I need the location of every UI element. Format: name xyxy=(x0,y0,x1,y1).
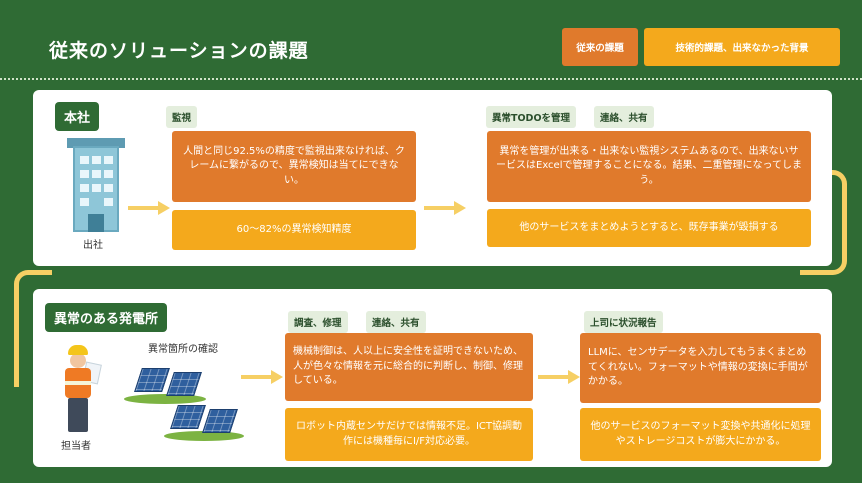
legend-technical-issue: 技術的課題、出来なかった背景 xyxy=(644,28,840,66)
person-caption: 担当者 xyxy=(61,441,91,452)
solar-panel-icon xyxy=(124,364,206,404)
repair-background-box: ロボット内蔵センサだけでは情報不足。ICT協調動作には機種毎にI/F対応必要。 xyxy=(285,408,533,461)
repair-problem-box: 機械制御は、人以上に安全性を証明できないため、人が色々な情報を元に総合的に判断し… xyxy=(285,333,533,401)
legend-conventional-issue: 従来の課題 xyxy=(562,28,638,66)
tag-report-to-boss: 上司に状況報告 xyxy=(584,311,663,333)
report-background-box: 他のサービスのフォーマット変換や共通化に処理やストレージコストが膨大にかかる。 xyxy=(580,408,821,461)
flow-connector-left xyxy=(14,270,52,387)
todo-problem-box: 異常を管理が出来る・出来ない監視システムあるので、出来ないサービスはExcelで… xyxy=(487,131,811,202)
building-caption: 出社 xyxy=(83,240,103,251)
monitoring-background-box: 60〜82%の異常検知精度 xyxy=(172,210,416,250)
arrow-right-icon xyxy=(241,370,283,384)
header-divider xyxy=(0,78,862,80)
tag-investigate-repair: 調査、修理 xyxy=(288,311,348,333)
todo-background-box: 他のサービスをまとめようとすると、既存事業が毀損する xyxy=(487,209,811,247)
office-building-icon xyxy=(67,138,125,232)
arrow-right-icon xyxy=(128,201,170,215)
check-caption: 異常箇所の確認 xyxy=(148,344,218,355)
power-plant-label: 異常のある発電所 xyxy=(45,303,168,332)
worker-icon xyxy=(56,345,102,435)
tag-monitoring: 監視 xyxy=(166,106,198,128)
headquarters-label: 本社 xyxy=(55,102,100,131)
arrow-right-icon xyxy=(424,201,466,215)
tag-contact-share: 連絡、共有 xyxy=(594,106,654,128)
tag-contact-share: 連絡、共有 xyxy=(366,311,426,333)
monitoring-problem-box: 人間と同じ92.5%の精度で監視出来なければ、クレームに繋がるので、異常検知は当… xyxy=(172,131,416,202)
tag-todo-manage: 異常TODOを管理 xyxy=(486,106,577,128)
arrow-right-icon xyxy=(538,370,580,384)
solar-panel-icon xyxy=(164,403,244,441)
page-title: 従来のソリューションの課題 xyxy=(49,40,309,62)
report-problem-box: LLMに、センサデータを入力してもうまくまとめてくれない。フォーマットや情報の変… xyxy=(580,333,821,403)
